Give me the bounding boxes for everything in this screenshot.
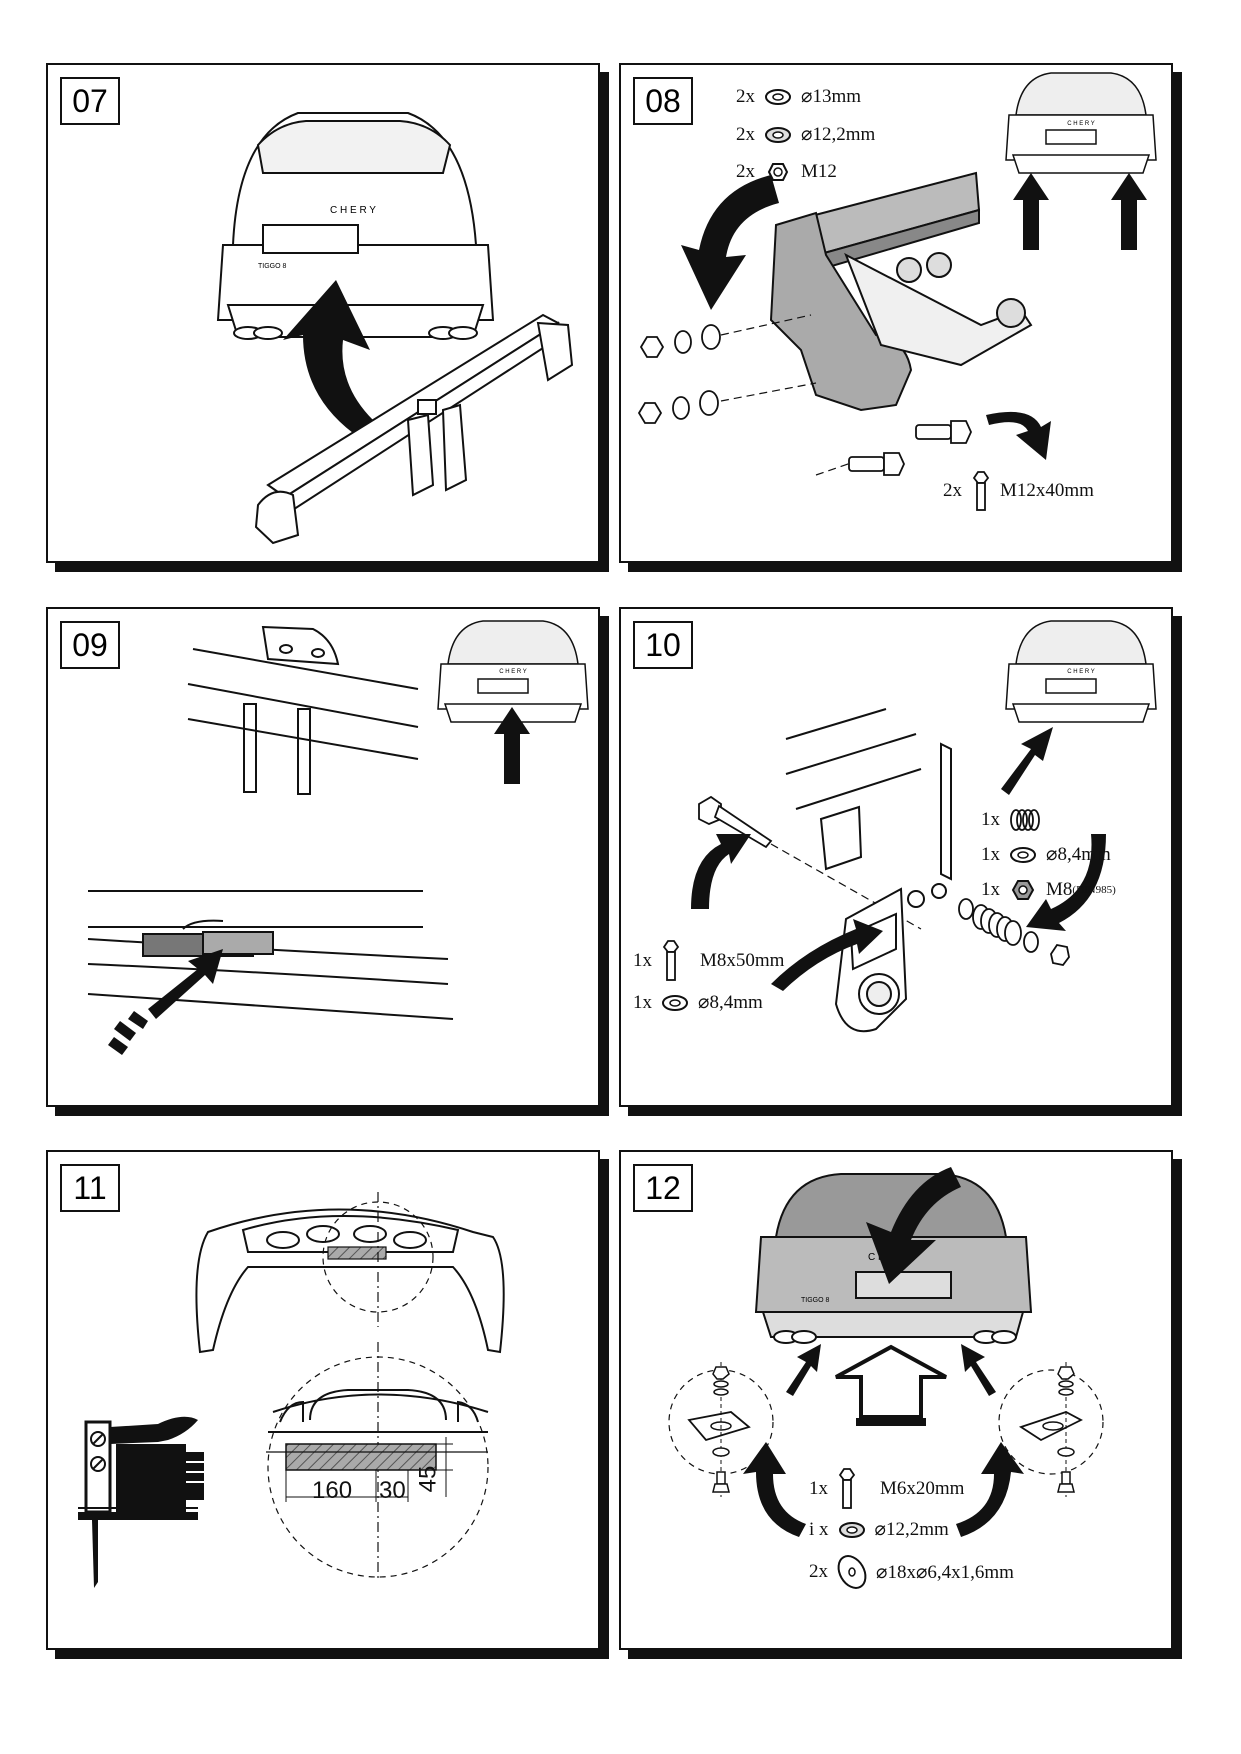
step-number: 12 bbox=[633, 1164, 693, 1212]
arrow-up-outline-icon bbox=[835, 1344, 947, 1419]
flat-washer-icon bbox=[765, 88, 791, 105]
part-row: 2x ⌀18x⌀6,4x1,6mm bbox=[809, 1552, 1014, 1592]
part-row: 1x M6x20mm bbox=[809, 1467, 964, 1511]
part-row: 1x M8x50mm bbox=[633, 939, 784, 983]
cutout-area-small bbox=[327, 1246, 387, 1260]
curved-arrow-icon bbox=[986, 411, 1051, 460]
towbar-mounting-illustration: C H E R Y TIGGO 8 bbox=[216, 112, 574, 545]
car-model-text: TIGGO 8 bbox=[258, 263, 287, 270]
part-row: 2x ⌀12,2mm bbox=[736, 123, 876, 146]
zoom-detail bbox=[266, 1342, 489, 1582]
arrow-up-icon bbox=[1013, 173, 1049, 250]
bracket-detail-right bbox=[998, 1362, 1104, 1497]
curved-arrow-icon bbox=[681, 175, 779, 310]
spring-washer-icon bbox=[838, 1521, 865, 1538]
part-row: 1x ⌀8,4mm bbox=[633, 991, 763, 1014]
arrow-diagonal-icon bbox=[786, 1344, 821, 1396]
socket-plate-illustration: C H E R Y bbox=[691, 620, 1157, 1033]
bracket-detail-left bbox=[668, 1362, 774, 1497]
cutout-area-detail bbox=[285, 1443, 437, 1471]
rail-detail bbox=[87, 890, 454, 1020]
curved-arrow-icon bbox=[691, 834, 751, 909]
step-panel-09: 09 C H E R Y bbox=[46, 607, 600, 1107]
hardware-stack bbox=[637, 324, 721, 424]
curved-arrow-icon bbox=[866, 1167, 961, 1284]
dimension-offset: 30 bbox=[379, 1477, 406, 1504]
lock-nut-icon bbox=[1011, 880, 1035, 900]
rear-bumper bbox=[195, 1208, 505, 1354]
curved-arrow-icon bbox=[771, 919, 883, 991]
step-number: 08 bbox=[633, 77, 693, 125]
arrow-diagonal-icon bbox=[1001, 727, 1053, 795]
step-panel-12: 12 C H E R Y TIGGO 8 bbox=[619, 1150, 1173, 1650]
step-panel-07: 07 C H E R Y TIGGO 8 bbox=[46, 63, 600, 563]
step-number: 07 bbox=[60, 77, 120, 125]
step-panel-11: 11 bbox=[46, 1150, 600, 1650]
car-brand-text: C H E R Y bbox=[1067, 669, 1095, 675]
bumper-cutout-illustration bbox=[78, 1192, 505, 1588]
flat-washer-icon bbox=[1010, 846, 1036, 863]
long-bolt bbox=[698, 795, 773, 849]
car-brand-text: C H E R Y bbox=[499, 669, 527, 675]
spring-stack bbox=[958, 898, 1070, 966]
large-washer-icon bbox=[837, 1555, 867, 1589]
spring-washer-icon bbox=[765, 126, 791, 143]
dimension-height: 45 bbox=[414, 1465, 442, 1493]
part-row: 1x bbox=[981, 807, 1052, 833]
bracket-detail bbox=[785, 708, 952, 881]
part-row: 1x ⌀8,4mm bbox=[981, 843, 1111, 866]
step-number: 11 bbox=[60, 1164, 120, 1212]
arrow-up-icon bbox=[494, 707, 530, 784]
step-number: 09 bbox=[60, 621, 120, 669]
car-rear-mini bbox=[1005, 72, 1157, 174]
bumper-refit-illustration: C H E R Y TIGGO 8 bbox=[668, 1167, 1104, 1537]
car-brand-text: C H E R Y bbox=[1067, 121, 1095, 127]
bolt-icon bbox=[662, 940, 680, 981]
dimension-width: 160 bbox=[312, 1477, 353, 1504]
curved-arrow-icon bbox=[283, 280, 373, 433]
jigsaw-icon bbox=[78, 1416, 204, 1588]
part-row: 1x M8(DIN985) bbox=[981, 877, 1116, 903]
spring-icon bbox=[1010, 809, 1040, 831]
part-row: 2x ⌀13mm bbox=[736, 85, 861, 108]
car-brand-text: C H E R Y bbox=[330, 205, 376, 216]
hex-nut-icon bbox=[767, 163, 789, 181]
step-panel-10: 10 C H E R Y bbox=[619, 607, 1173, 1107]
curved-arrow-icon bbox=[956, 1442, 1024, 1537]
part-row: 2x M12 bbox=[736, 161, 837, 182]
arrow-up-icon bbox=[1111, 173, 1147, 250]
part-row: i x ⌀12,2mm bbox=[809, 1518, 949, 1541]
car-model-text: TIGGO 8 bbox=[801, 1297, 830, 1304]
car-rear-view bbox=[216, 112, 495, 340]
step-panel-08: 08 2x ⌀13mm 2x ⌀12,2mm 2x M12 C H E R Y bbox=[619, 63, 1173, 563]
connector-insertion-illustration: C H E R Y bbox=[87, 620, 589, 1055]
curved-arrow-icon bbox=[743, 1442, 806, 1537]
car-rear-mini bbox=[1005, 620, 1157, 723]
bolts bbox=[848, 420, 972, 476]
bracket-detail bbox=[187, 625, 419, 795]
bolt-icon bbox=[838, 1468, 856, 1509]
bolt-part-row: 2x M12x40mm bbox=[943, 470, 1094, 512]
socket-plate bbox=[834, 883, 947, 1033]
flat-washer-icon bbox=[662, 994, 688, 1011]
step-number: 10 bbox=[633, 621, 693, 669]
arrow-diagonal-icon bbox=[961, 1344, 996, 1396]
chassis-rail bbox=[794, 171, 981, 277]
bracket-mounting-illustration: C H E R Y bbox=[637, 72, 1157, 476]
insertion-arrow-icon bbox=[108, 949, 223, 1055]
bolt-icon bbox=[972, 471, 990, 511]
mounting-bracket bbox=[769, 211, 1033, 412]
curved-arrow-icon bbox=[1026, 834, 1106, 931]
towbar-beam bbox=[254, 313, 574, 545]
